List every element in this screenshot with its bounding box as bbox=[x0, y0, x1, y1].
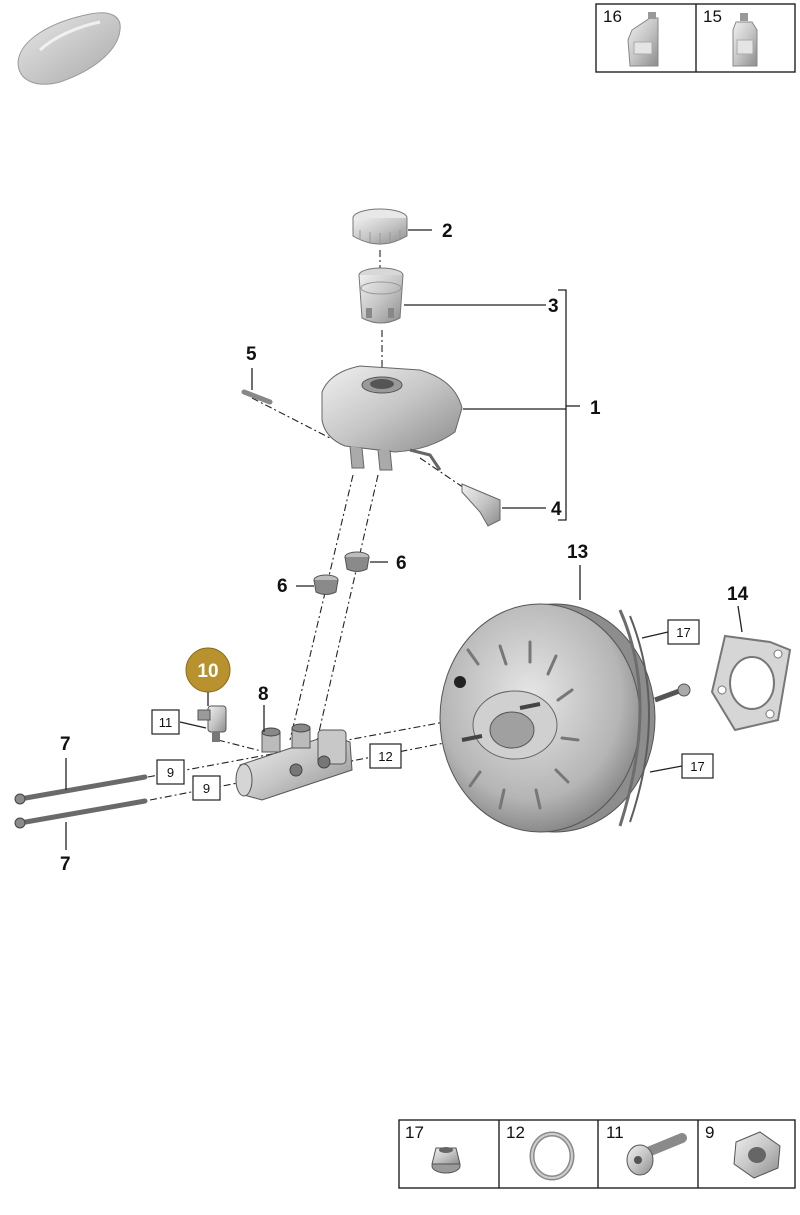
mounting-stud-upper[interactable] bbox=[14, 774, 148, 805]
boxed-callout-9-lower: 9 bbox=[203, 781, 210, 796]
reservoir-bracket[interactable] bbox=[461, 483, 501, 527]
vehicle-silhouette-icon bbox=[17, 12, 121, 85]
reservoir-cap[interactable] bbox=[352, 208, 408, 245]
legend-number: 15 bbox=[703, 7, 722, 26]
legend-number: 16 bbox=[603, 7, 622, 26]
bolt-icon bbox=[626, 1133, 687, 1176]
pressure-sensor[interactable] bbox=[197, 705, 227, 742]
bottom-legend: 17 12 11 9 bbox=[398, 1119, 796, 1189]
seal-grommet-upper[interactable] bbox=[344, 551, 370, 572]
mounting-stud-lower[interactable] bbox=[14, 798, 148, 829]
callout-10-highlighted[interactable]: 10 bbox=[185, 647, 231, 693]
callout-2: 2 bbox=[442, 221, 453, 242]
fluid-bottle-icon bbox=[732, 13, 758, 67]
top-legend: 16 15 bbox=[595, 3, 796, 73]
boxed-callout-17-upper: 17 bbox=[676, 625, 690, 640]
legend-cell-12[interactable]: 12 bbox=[506, 1123, 575, 1181]
oil-canister-icon bbox=[627, 12, 659, 67]
filler-strainer[interactable] bbox=[358, 267, 404, 324]
callout-4: 4 bbox=[551, 499, 562, 520]
boxed-callout-9-upper: 9 bbox=[167, 765, 174, 780]
brake-booster[interactable] bbox=[439, 603, 691, 833]
callout-labels: 1 2 3 4 5 6 6 7 7 8 13 14 bbox=[60, 221, 749, 875]
legend-cell-16[interactable]: 16 bbox=[603, 7, 659, 67]
callout-7-lower: 7 bbox=[60, 854, 71, 875]
booster-gasket[interactable] bbox=[710, 634, 792, 732]
callout-7-upper: 7 bbox=[60, 734, 71, 755]
legend-number: 11 bbox=[606, 1123, 624, 1142]
callout-10: 10 bbox=[197, 661, 218, 682]
callout-6-upper: 6 bbox=[396, 553, 407, 574]
legend-cell-17[interactable]: 17 bbox=[405, 1123, 461, 1174]
boxed-callout-12: 12 bbox=[378, 749, 392, 764]
callout-3: 3 bbox=[548, 296, 559, 317]
boxed-callout-17-lower: 17 bbox=[690, 759, 704, 774]
callout-13: 13 bbox=[567, 542, 588, 563]
callout-5: 5 bbox=[246, 344, 257, 365]
legend-number: 9 bbox=[705, 1123, 714, 1142]
legend-number: 17 bbox=[405, 1123, 424, 1142]
brake-fluid-reservoir[interactable] bbox=[321, 365, 463, 471]
retaining-pin[interactable] bbox=[241, 389, 273, 405]
brake-master-cylinder[interactable] bbox=[235, 723, 353, 801]
hex-nut-icon bbox=[733, 1131, 781, 1179]
boxed-callout-11: 11 bbox=[159, 715, 173, 730]
callout-6-lower: 6 bbox=[277, 576, 288, 597]
legend-cell-15[interactable]: 15 bbox=[703, 7, 758, 67]
boxed-callouts: 11 9 9 12 17 17 bbox=[151, 619, 714, 801]
callout-1: 1 bbox=[590, 398, 601, 419]
legend-number: 12 bbox=[506, 1123, 525, 1142]
o-ring-icon bbox=[529, 1131, 575, 1181]
seal-grommet-lower[interactable] bbox=[313, 574, 339, 595]
legend-cell-11[interactable]: 11 bbox=[606, 1123, 687, 1176]
callout-14: 14 bbox=[727, 584, 749, 605]
legend-cell-9[interactable]: 9 bbox=[705, 1123, 781, 1179]
flange-nut-icon bbox=[431, 1147, 461, 1174]
callout-8: 8 bbox=[258, 684, 269, 705]
leader-lines bbox=[65, 229, 743, 850]
